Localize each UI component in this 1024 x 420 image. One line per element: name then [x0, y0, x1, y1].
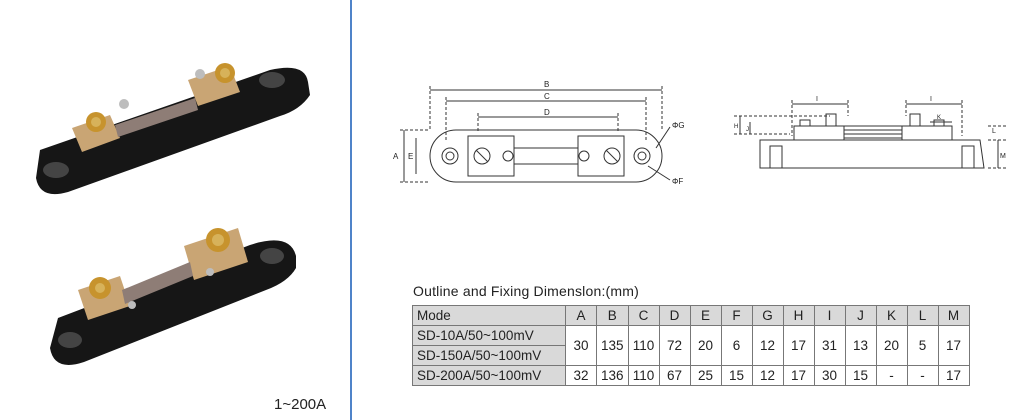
header-cell: I	[813, 305, 846, 326]
side-view-drawing: I I K L M H J	[734, 96, 1006, 169]
value-cell: 72	[658, 325, 691, 366]
value-cell: 110	[627, 325, 660, 366]
dim-label-B: B	[544, 80, 549, 89]
value-cell: 17	[782, 325, 815, 366]
top-view-drawing: B C D A E ΦG ΦF	[393, 80, 685, 186]
mode-cell: SD-10A/50~100mV	[412, 325, 566, 346]
value-cell: 135	[596, 325, 629, 366]
header-cell: L	[906, 305, 939, 326]
header-cell: D	[658, 305, 691, 326]
dim-label-J: J	[746, 127, 749, 133]
header-cell: H	[782, 305, 815, 326]
header-cell: Mode	[412, 305, 566, 326]
value-cell: 17	[937, 365, 970, 386]
header-cell: B	[596, 305, 629, 326]
header-cell: M	[937, 305, 970, 326]
dim-label-K: K	[937, 115, 941, 121]
value-cell: 17	[937, 325, 970, 366]
value-cell: 20	[689, 325, 722, 366]
header-cell: A	[565, 305, 597, 326]
shunt-photo-large	[36, 63, 310, 195]
value-cell: -	[906, 365, 939, 386]
panel-divider	[350, 0, 352, 420]
header-cell: F	[720, 305, 753, 326]
dim-label-M: M	[1000, 153, 1006, 160]
dim-label-I-right: I	[930, 96, 932, 103]
value-cell: 15	[720, 365, 753, 386]
value-cell: 30	[565, 325, 597, 366]
header-cell: E	[689, 305, 722, 326]
dim-label-H: H	[734, 124, 738, 130]
table-row: SD-10A/50~100mV 30 135 110 72 20 6 12 17…	[412, 325, 970, 366]
value-cell: 13	[844, 325, 877, 366]
table-caption: Outline and Fixing Dimenslon:(mm)	[413, 283, 640, 299]
header-cell: G	[751, 305, 784, 326]
value-cell: 12	[751, 325, 784, 366]
value-cell: 31	[813, 325, 846, 366]
value-cell: -	[875, 365, 908, 386]
header-cell: K	[875, 305, 908, 326]
value-cell: 6	[720, 325, 753, 366]
dim-label-G: ΦG	[672, 121, 685, 130]
value-cell: 136	[596, 365, 629, 386]
header-cell: C	[627, 305, 660, 326]
dim-label-F: ΦF	[672, 177, 683, 186]
shunt-photo-small	[50, 228, 296, 365]
dim-label-A: A	[393, 152, 399, 161]
dimension-table: Mode A B C D E F G H I J K L M SD-10A/50…	[412, 305, 970, 386]
dim-label-C: C	[544, 92, 550, 101]
dim-label-E: E	[408, 152, 413, 161]
value-cell: 15	[844, 365, 877, 386]
dim-label-D: D	[544, 108, 550, 117]
value-cell: 32	[565, 365, 597, 386]
header-cell: J	[844, 305, 877, 326]
mode-cell: SD-150A/50~100mV	[412, 345, 566, 366]
value-cell: 30	[813, 365, 846, 386]
value-cell: 67	[658, 365, 691, 386]
value-cell: 12	[751, 365, 784, 386]
dim-label-L: L	[992, 128, 996, 135]
product-photo-panel: 1~200A	[0, 0, 350, 420]
shunt-photos	[36, 63, 310, 365]
current-range-label: 1~200A	[274, 396, 327, 413]
value-cell: 25	[689, 365, 722, 386]
value-cell: 17	[782, 365, 815, 386]
dim-label-I-left: I	[816, 96, 818, 103]
mode-cell: SD-200A/50~100mV	[412, 365, 566, 386]
value-cell: 5	[906, 325, 939, 366]
table-row: SD-200A/50~100mV 32 136 110 67 25 15 12 …	[412, 365, 970, 386]
value-cell: 20	[875, 325, 908, 366]
value-cell: 110	[627, 365, 660, 386]
table-header-row: Mode A B C D E F G H I J K L M	[412, 305, 970, 326]
